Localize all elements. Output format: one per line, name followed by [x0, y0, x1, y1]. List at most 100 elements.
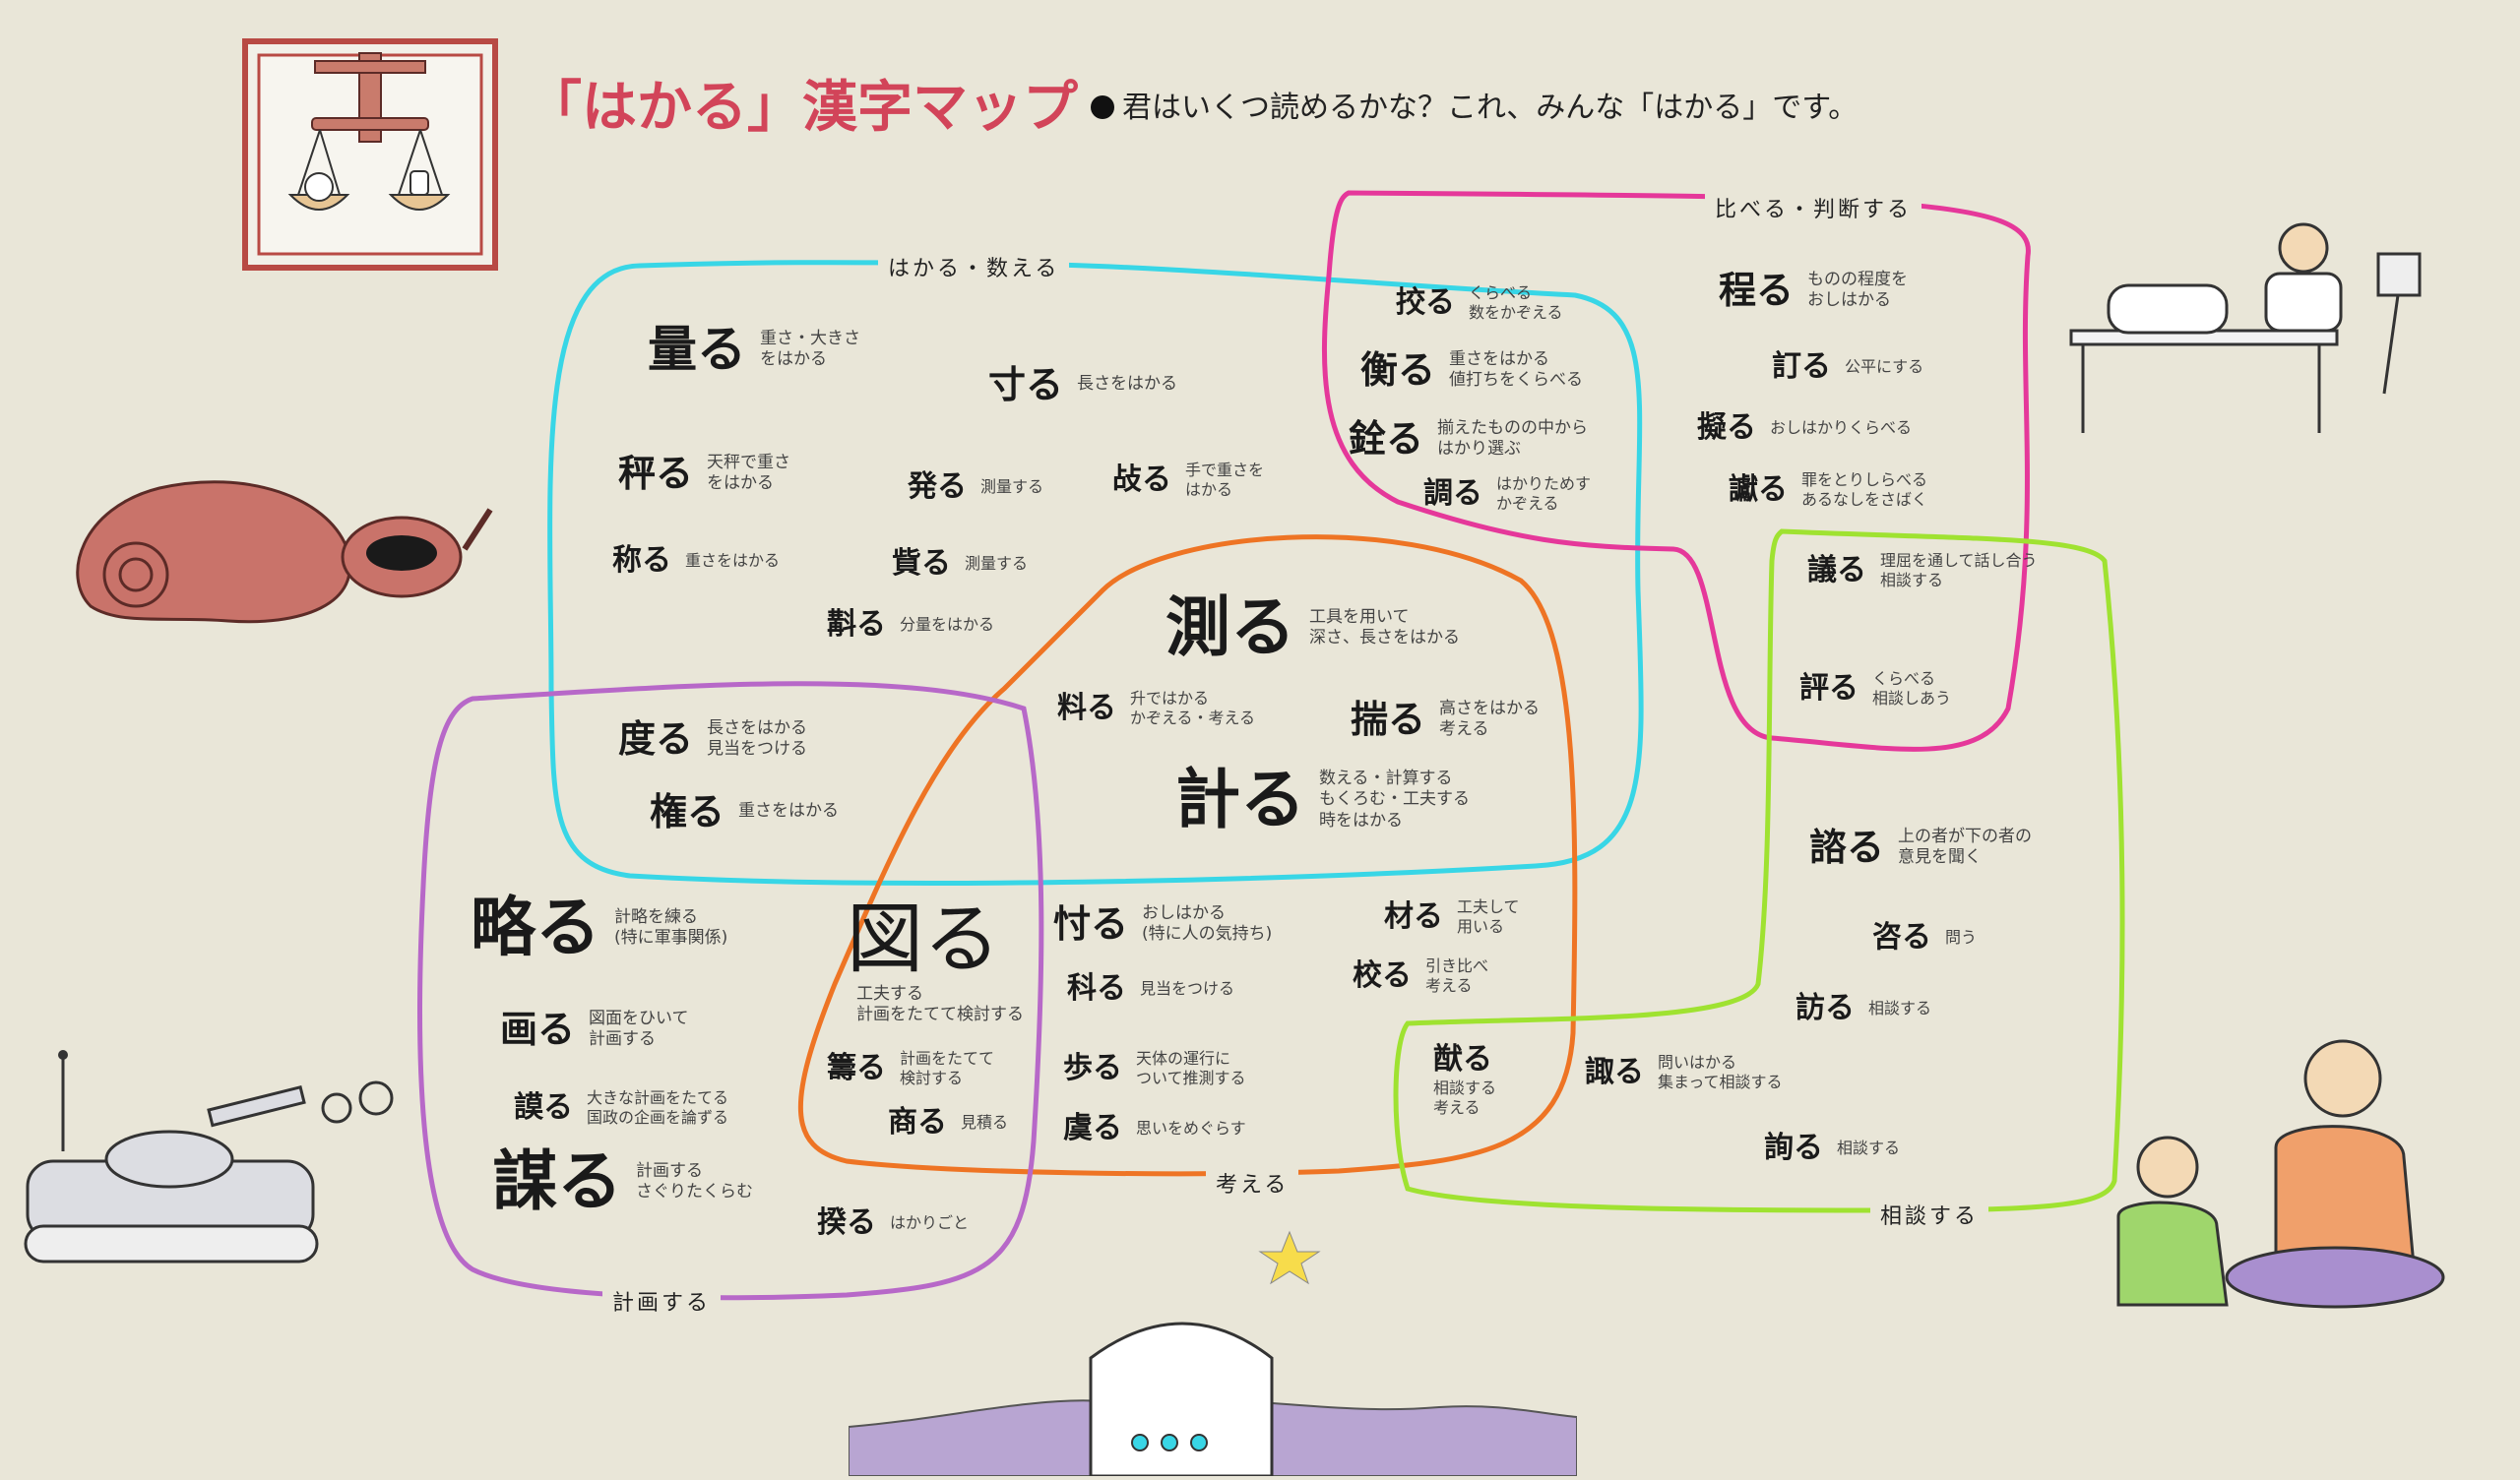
kanji-entry: 校る引き比べ 考える: [1353, 956, 1488, 996]
kanji-entry: 画る図面をひいて 計画する: [500, 1009, 689, 1051]
kanji-entry: 忖るおしはかる (特に人の気持ち): [1053, 903, 1272, 946]
gloss: 図面をひいて 計画する: [589, 1009, 689, 1051]
kanji-entry: 程るものの程度を おしはかる: [1719, 270, 1908, 312]
gloss: 見当をつける: [1140, 979, 1234, 999]
kanji: 料る: [1057, 694, 1116, 723]
kanji-entry: 商る見積る: [888, 1108, 1008, 1138]
kanji: 謨る: [514, 1093, 573, 1123]
kanji: 諮る: [1809, 829, 1884, 866]
kanji: 訪る: [1796, 994, 1855, 1023]
kanji: 敁る: [1112, 465, 1171, 495]
kanji: 材る: [1384, 902, 1443, 932]
kanji-entry: 料る升ではかる かぞえる・考える: [1057, 689, 1255, 728]
kanji-entry: 発る測量する: [908, 472, 1043, 502]
kanji: 擬る: [1697, 413, 1756, 443]
gloss: 揃えたものの中から はかり選ぶ: [1437, 418, 1588, 461]
kanji-entry: 科る見当をつける: [1067, 974, 1234, 1004]
samurai-illustration: [2079, 1019, 2457, 1340]
kanji-entry: 擬るおしはかりくらべる: [1697, 413, 1912, 443]
kanji: 度る: [618, 720, 693, 758]
gloss: 計略を練る (特に軍事関係): [614, 907, 727, 950]
kanji-entry: 評るくらべる 相談しあう: [1799, 669, 1951, 709]
kanji-entry: 詢る相談する: [1764, 1134, 1900, 1163]
gloss: 長さをはかる 見当をつける: [707, 718, 807, 761]
kanji: 咨る: [1872, 923, 1931, 953]
gloss: 天体の運行に ついて推測する: [1136, 1049, 1246, 1088]
gloss: 工夫して 用いる: [1457, 897, 1520, 937]
kanji-entry: 猷る相談する 考える: [1433, 1045, 1496, 1118]
kanji-entry: 権る重さをはかる: [650, 793, 839, 831]
kanji: 寸る: [988, 366, 1063, 403]
gloss: 大きな計画をたてる 国政の企画を論ずる: [587, 1088, 728, 1128]
kanji-entry: 籌る計画をたてて 検討する: [827, 1049, 994, 1088]
gloss: 見積る: [961, 1113, 1008, 1133]
kanji: 権る: [650, 793, 724, 831]
kanji: 諏る: [1585, 1058, 1644, 1087]
gloss: くらべる 相談しあう: [1872, 669, 1951, 709]
kanji-entry: 称る重さをはかる: [612, 546, 780, 576]
kanji: 衡る: [1360, 351, 1435, 389]
kanji-entry: 図る工夫する 計画をたてて検討する: [847, 901, 1024, 1026]
loop-consult: [1396, 531, 2122, 1210]
kanji-entry: 測る工具を用いて 深さ、長さをはかる: [1166, 595, 1460, 660]
kanji-entry: 量る重さ・大きさ をはかる: [648, 325, 860, 374]
kanji: 校る: [1353, 961, 1412, 991]
kanji: 訂る: [1772, 352, 1831, 382]
shell-illustration: [51, 459, 500, 636]
kanji-entry: 度る長さをはかる 見当をつける: [618, 718, 807, 761]
kanji: 計る: [1175, 768, 1305, 832]
gloss: 数える・計算する もくろむ・工夫する 時をはかる: [1319, 769, 1470, 832]
gloss: 計画をたてて 検討する: [900, 1049, 994, 1088]
kanji-entry: 揣る高さをはかる 考える: [1351, 699, 1540, 741]
gloss: 公平にする: [1845, 357, 1923, 377]
gloss: 問いはかる 集まって相談する: [1658, 1053, 1783, 1092]
observatory-illustration: [849, 1220, 1577, 1476]
kanji: 発る: [908, 472, 967, 502]
kanji-entry: 訂る公平にする: [1772, 352, 1923, 382]
kanji-entry: 挍るくらべる 数をかぞえる: [1396, 283, 1563, 323]
kanji: 虞る: [1063, 1114, 1122, 1143]
kanji-entry: 咨る問う: [1872, 923, 1977, 953]
gloss: 問う: [1945, 928, 1977, 948]
kanji-entry: 訪る相談する: [1796, 994, 1931, 1023]
kanji: 籌る: [827, 1054, 886, 1083]
gloss: はかりためす かぞえる: [1496, 474, 1591, 514]
gloss: 理屈を通して話し合う 相談する: [1880, 551, 2038, 590]
kanji: 商る: [888, 1108, 947, 1138]
kanji: 評る: [1799, 674, 1858, 704]
kanji-entry: 貲る測量する: [892, 549, 1028, 579]
gloss: 測量する: [980, 477, 1043, 497]
kanji: 測る: [1166, 595, 1295, 660]
kanji: 貲る: [892, 549, 951, 579]
group-label-think: 考える: [1206, 1167, 1298, 1199]
kanji-entry: 材る工夫して 用いる: [1384, 897, 1520, 937]
group-label-consult: 相談する: [1870, 1199, 1988, 1230]
kanji-entry: 歩る天体の運行に ついて推測する: [1063, 1049, 1246, 1088]
gloss: 工夫する 計画をたてて検討する: [856, 984, 1024, 1026]
gloss: 測量する: [965, 554, 1028, 574]
kanji-entry: 寸る長さをはかる: [988, 366, 1177, 403]
group-label-measure-count: はかる・数える: [878, 251, 1069, 282]
gloss: 重さをはかる 値打ちをくらべる: [1449, 349, 1583, 392]
gloss: 長さをはかる: [1077, 374, 1177, 395]
kanji-entry: 調るはかりためす かぞえる: [1423, 474, 1591, 514]
kanji-entry: 衡る重さをはかる 値打ちをくらべる: [1360, 349, 1583, 392]
kanji: 挍る: [1396, 288, 1455, 318]
kanji: 詢る: [1764, 1134, 1823, 1163]
gloss: ものの程度を おしはかる: [1807, 270, 1908, 312]
kanji: 歩る: [1063, 1054, 1122, 1083]
group-label-plan: 計画する: [602, 1285, 721, 1317]
kanji: 銓る: [1349, 420, 1423, 458]
gloss: 工具を用いて 深さ、長さをはかる: [1309, 607, 1460, 649]
kanji: 猷る: [1433, 1045, 1492, 1075]
gloss: 重さ・大きさ をはかる: [760, 329, 860, 371]
kanji-entry: 斠る分量をはかる: [827, 610, 994, 640]
gloss: おしはかりくらべる: [1770, 418, 1912, 438]
kanji: 称る: [612, 546, 671, 576]
gloss: くらべる 数をかぞえる: [1469, 283, 1563, 323]
tank-illustration: [22, 1043, 408, 1265]
kanji: 議る: [1807, 556, 1866, 586]
gloss: 計画する さぐりたくらむ: [636, 1161, 753, 1203]
kanji: 科る: [1067, 974, 1126, 1004]
kanji: 斠る: [827, 610, 886, 640]
